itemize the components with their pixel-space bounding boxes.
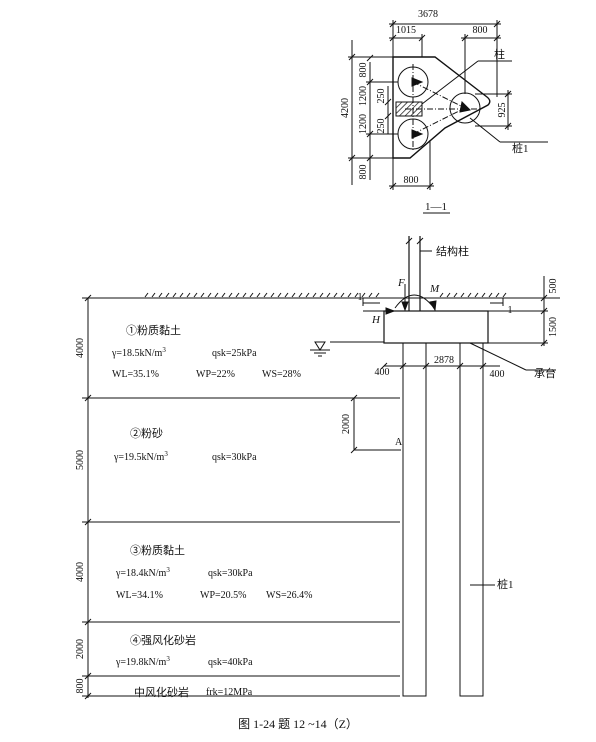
layer2-thickness: 5000 (75, 450, 86, 470)
layer1-name: ①粉质黏土 (126, 323, 181, 337)
layer3-name: ③粉质黏土 (130, 543, 185, 557)
pile-right (459, 342, 484, 697)
pile-left (402, 342, 427, 697)
layer3-wl: WL=34.1% (116, 590, 163, 601)
dim-1015: 1015 (396, 25, 416, 36)
layer5-frk: frk=12MPa (206, 687, 253, 698)
layer1-wl: WL=35.1% (112, 369, 159, 380)
section-label: 1—1 (425, 201, 447, 213)
label-pile-cap: 承台 (534, 366, 556, 380)
section-mark-left: 1 (358, 292, 363, 303)
dim-400-left: 400 (375, 367, 390, 378)
layer3-ws: WS=26.4% (266, 590, 312, 601)
layer1-qsk: qsk=25kPa (212, 348, 257, 359)
layer5-name: 中风化砂岩 (134, 685, 189, 699)
pile-marker-right (459, 100, 472, 113)
label-column-plan: 柱 (494, 47, 505, 61)
layer1-wp: WP=22% (196, 369, 235, 380)
dim-2878: 2878 (434, 355, 454, 366)
pile-cap (383, 310, 489, 344)
dim-1200-a: 1200 (358, 86, 369, 106)
layer4-qsk: qsk=40kPa (208, 657, 253, 668)
label-moment-M: M (429, 283, 440, 295)
dim-1200-b: 1200 (358, 114, 369, 134)
layer2-name: ②粉砂 (130, 427, 163, 440)
layer1-gamma: γ=18.5kN/m3 (111, 346, 166, 359)
cap-outline-plan (392, 56, 491, 159)
elevation-view (82, 236, 560, 700)
label-point-A: A (395, 437, 403, 448)
label-pile1-elevation: 桩1 (497, 577, 514, 591)
label-shear-H: H (371, 314, 381, 326)
section-mark-right: 1 (508, 305, 513, 316)
dim-3678: 3678 (418, 9, 438, 20)
dim-500: 500 (548, 279, 559, 294)
dim-800-left-top: 800 (358, 63, 369, 78)
layer3-gamma: γ=18.4kN/m3 (115, 566, 170, 579)
figure-caption: 图 1-24 题 12 ~14（Z） (238, 717, 358, 731)
layer2-gamma: γ=19.5kN/m3 (113, 450, 168, 463)
label-structural-column: 结构柱 (436, 244, 469, 258)
dim-2000-A: 2000 (341, 414, 352, 434)
dim-250-b: 250 (376, 119, 387, 134)
plan-view (348, 20, 548, 214)
layer4-name: ④强风化砂岩 (130, 633, 196, 647)
dim-250-a: 250 (376, 89, 387, 104)
dim-925: 925 (497, 103, 508, 118)
label-force-F: F (397, 277, 405, 289)
layer3-wp: WP=20.5% (200, 590, 246, 601)
layer4-gamma: γ=19.8kN/m3 (115, 655, 170, 668)
layer4-thickness: 2000 (75, 639, 86, 659)
layer3-qsk: qsk=30kPa (208, 568, 253, 579)
layer5-thickness: 800 (75, 679, 86, 694)
label-pile1-plan: 桩1 (512, 141, 529, 155)
layer1-thickness: 4000 (75, 338, 86, 358)
dim-1500: 1500 (548, 317, 559, 337)
dim-800-bottom: 800 (404, 175, 419, 186)
dim-400-right: 400 (490, 369, 505, 380)
dim-800-top-right: 800 (473, 25, 488, 36)
dim-4200: 4200 (340, 98, 351, 118)
layer1-ws: WS=28% (262, 369, 301, 380)
layer3-thickness: 4000 (75, 562, 86, 582)
dim-800-left-bottom: 800 (358, 165, 369, 180)
layer2-qsk: qsk=30kPa (212, 452, 257, 463)
